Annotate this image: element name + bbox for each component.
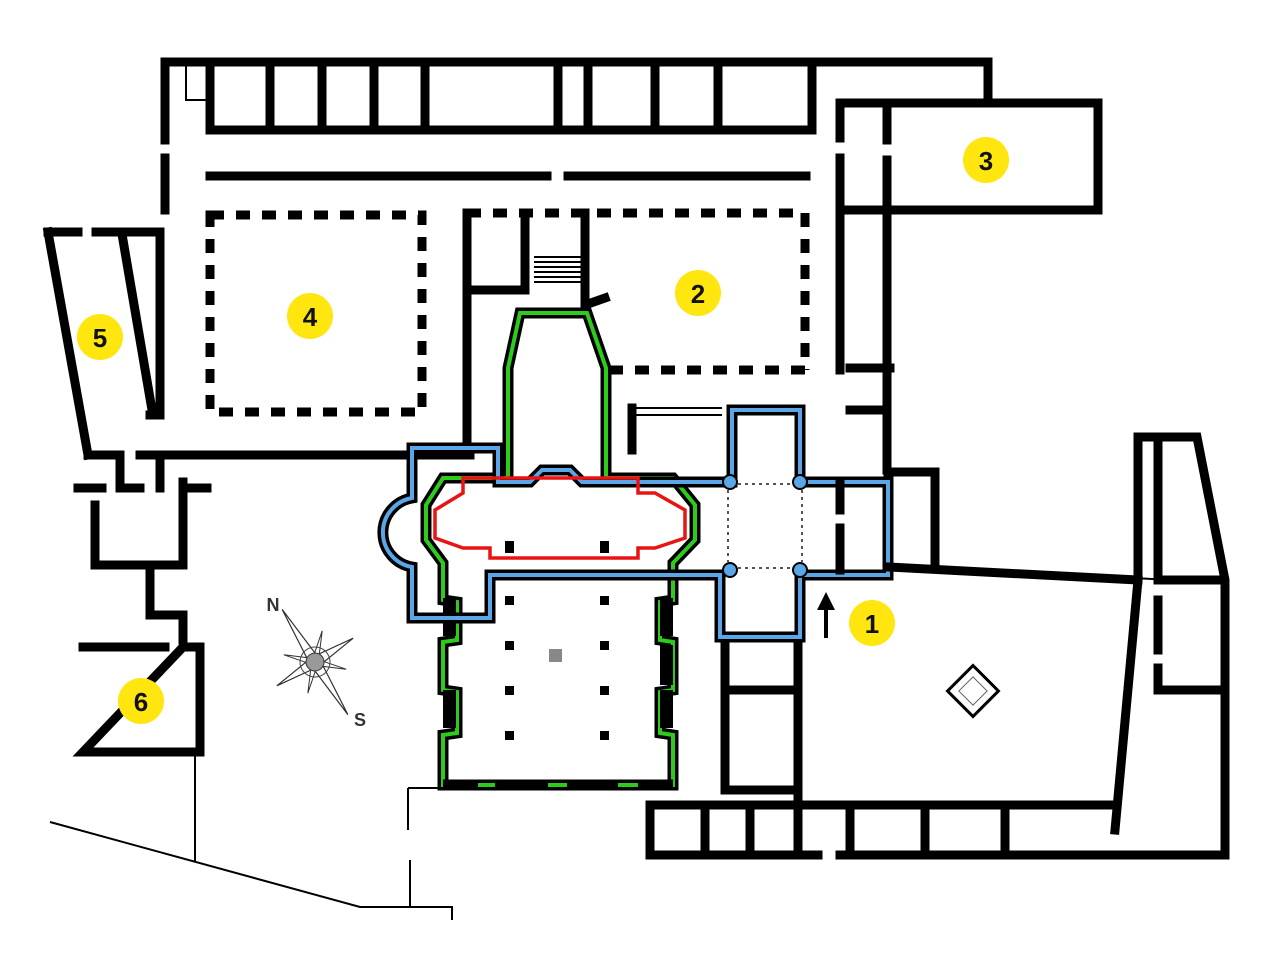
compass-north-label: N <box>267 595 280 615</box>
svg-text:1: 1 <box>865 609 879 639</box>
room-3-block <box>835 98 1103 570</box>
svg-text:3: 3 <box>979 146 993 176</box>
svg-text:6: 6 <box>134 687 148 717</box>
marker-1: 1 <box>849 600 895 646</box>
cloister-2 <box>462 208 810 460</box>
fountain-diamond <box>945 663 1001 719</box>
marker-6: 6 <box>118 678 164 724</box>
svg-text:4: 4 <box>303 302 318 332</box>
compass-rose-icon: N S <box>267 595 367 730</box>
north-cell-range <box>160 57 993 215</box>
marker-2: 2 <box>675 270 721 316</box>
altar-square <box>549 649 562 662</box>
chapel-blue <box>377 404 894 643</box>
svg-text:5: 5 <box>93 323 107 353</box>
south-east-court <box>645 432 1230 860</box>
svg-text:2: 2 <box>691 279 705 309</box>
church-nave <box>420 307 701 791</box>
cloister-4 <box>205 210 427 417</box>
entrance-arrow-icon <box>817 592 835 638</box>
marker-4: 4 <box>287 293 333 339</box>
room-6-block <box>49 477 453 920</box>
early-church-red <box>433 476 687 560</box>
compass-south-label: S <box>354 710 366 730</box>
room-5-block <box>42 226 475 493</box>
marker-5: 5 <box>77 314 123 360</box>
marker-3: 3 <box>963 137 1009 183</box>
